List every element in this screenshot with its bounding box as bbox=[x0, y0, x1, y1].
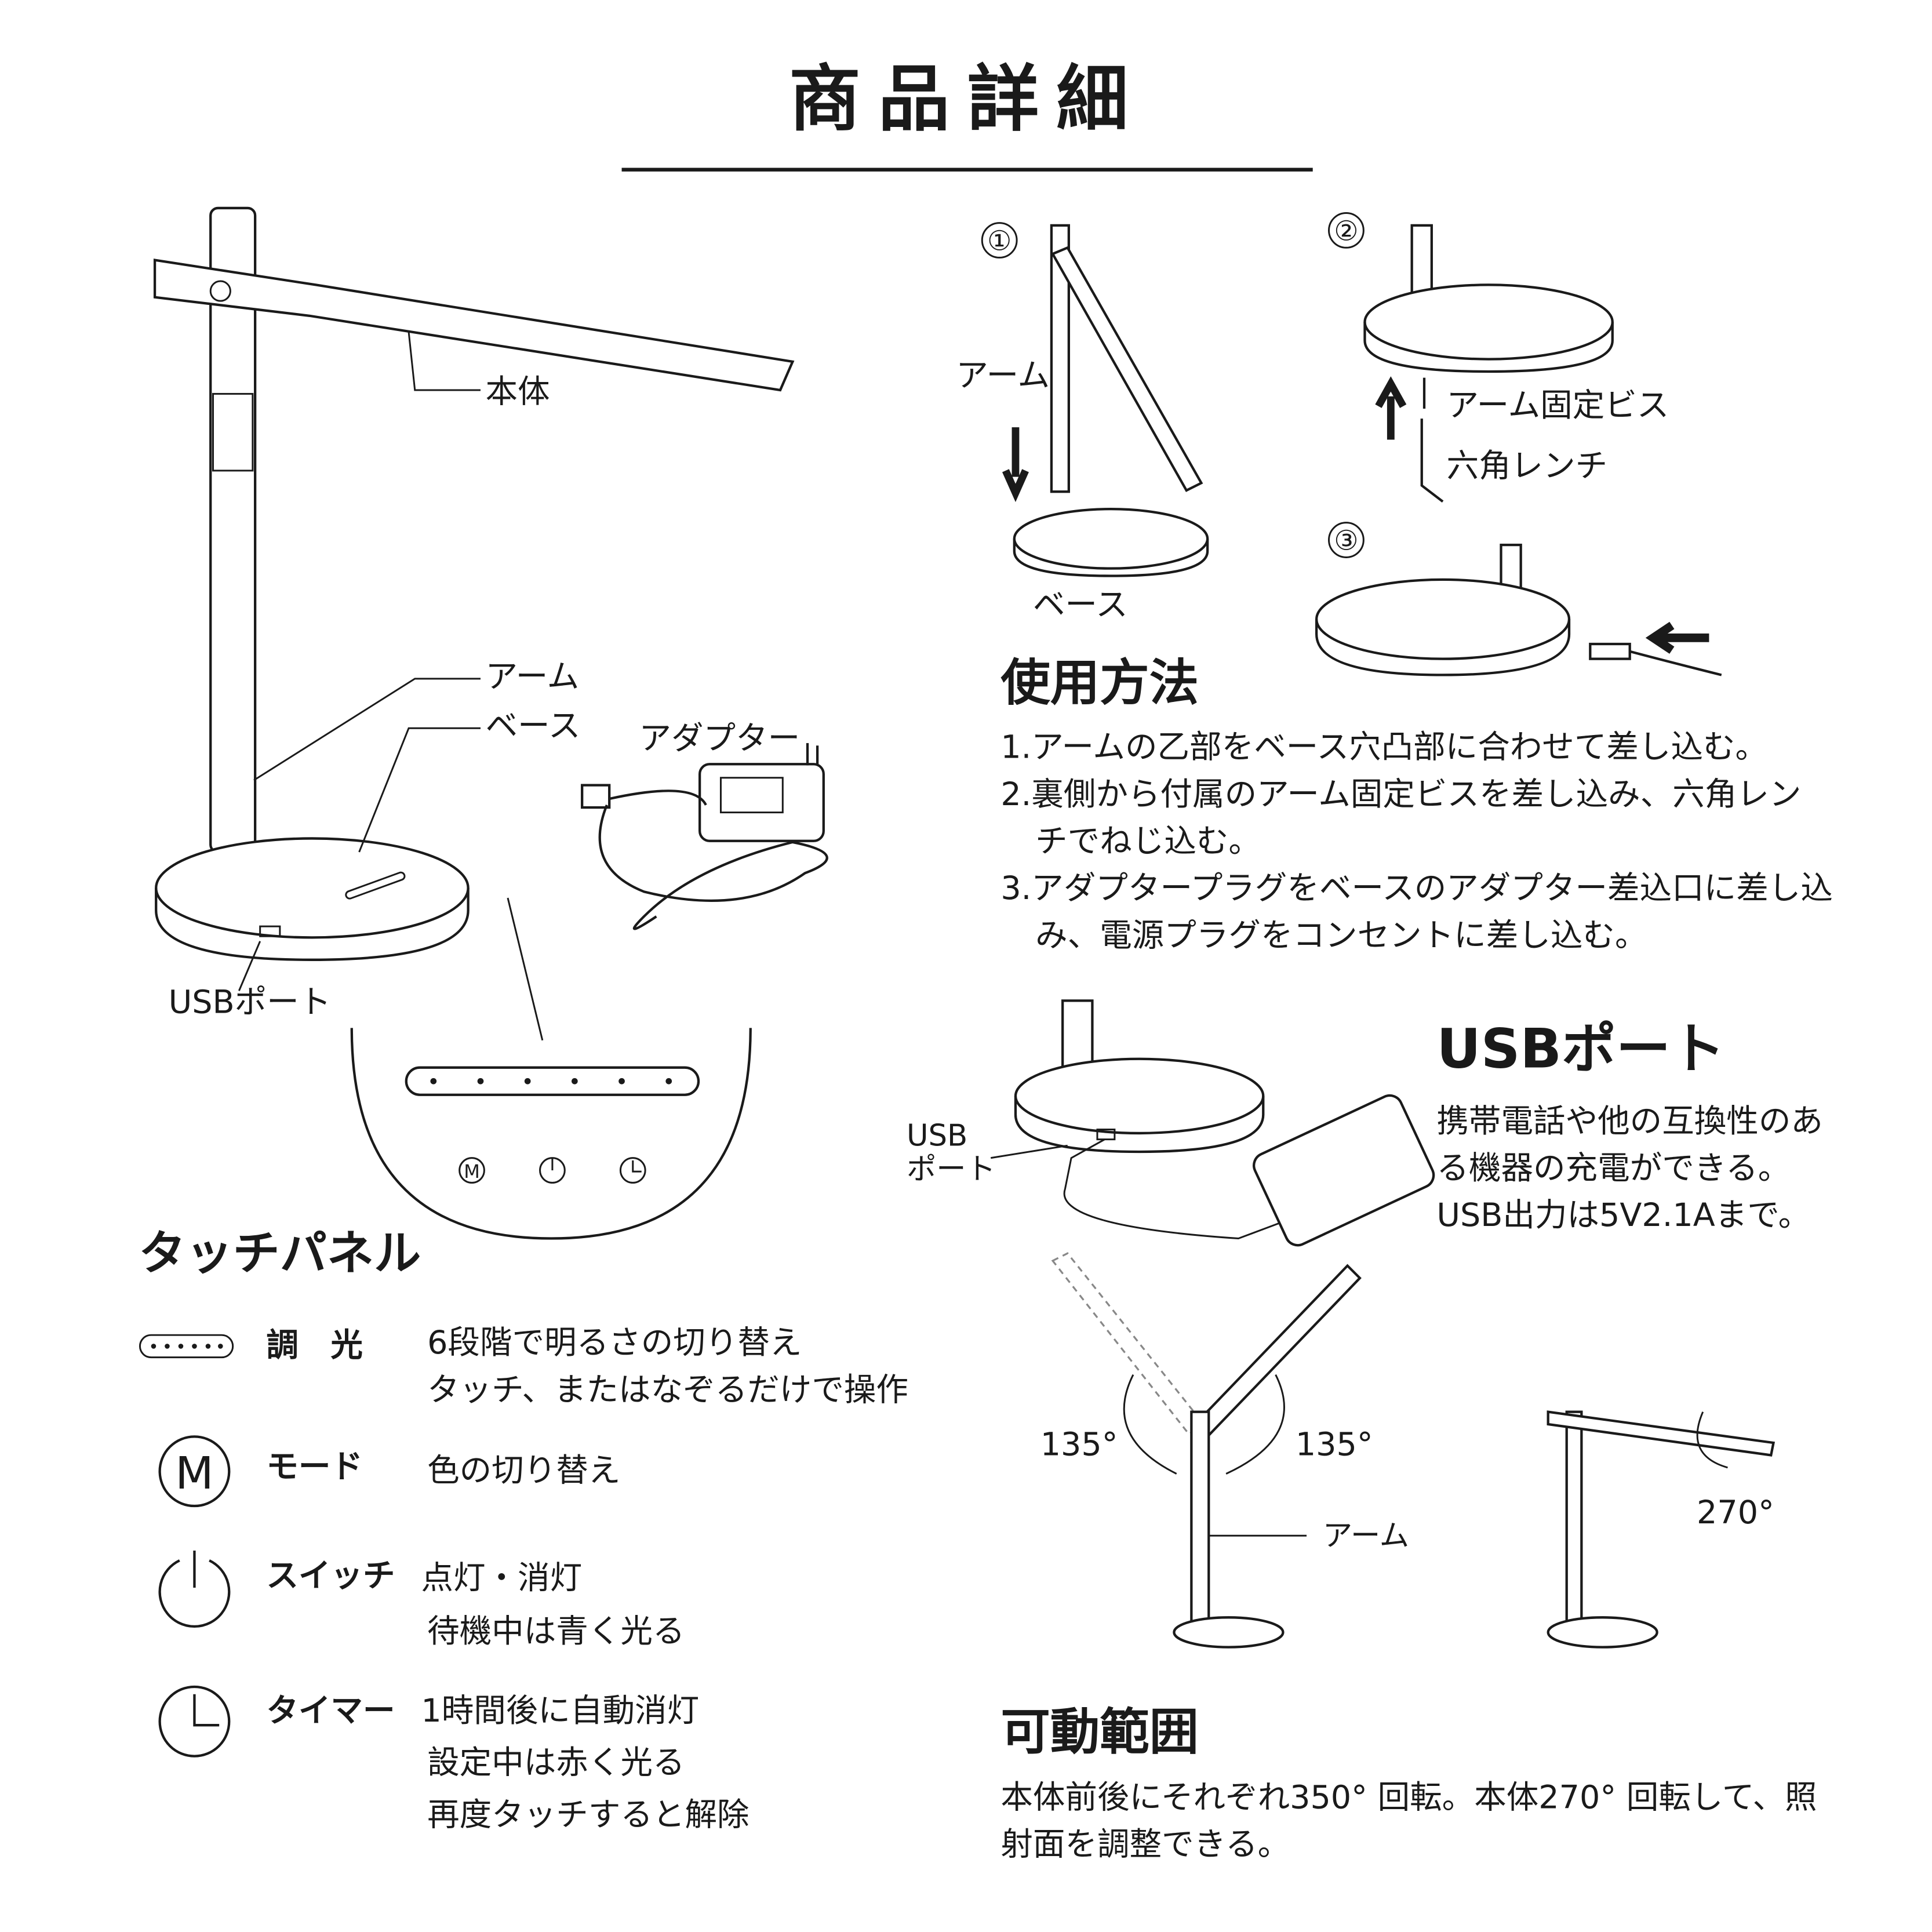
slider-dots-icon bbox=[139, 1334, 234, 1359]
panel-item-desc: 1時間後に自動消灯 bbox=[421, 1692, 699, 1730]
range-illustration bbox=[1051, 1252, 1775, 1649]
panel-item-desc: 再度タッチすると解除 bbox=[427, 1796, 749, 1833]
usb-heading: USBポート bbox=[1436, 1018, 1725, 1081]
angle-right: 135° bbox=[1296, 1425, 1373, 1463]
usb-label-port: ポート bbox=[907, 1152, 996, 1187]
step1-arm-label: アーム bbox=[956, 357, 1050, 395]
label-adapter: アダプター bbox=[639, 720, 800, 758]
range-desc: 射面を調整できる。 bbox=[1000, 1826, 1290, 1864]
label-body: 本体 bbox=[486, 373, 550, 410]
panel-item-desc: 6段階で明るさの切り替え bbox=[427, 1324, 802, 1362]
lamp-illustration bbox=[153, 206, 795, 961]
page-title: 商品詳細 bbox=[789, 58, 1145, 141]
svg-text:M: M bbox=[175, 1448, 213, 1500]
assembly-step-1: ① bbox=[981, 222, 1209, 577]
panel-item-name: タイマー bbox=[266, 1692, 395, 1730]
range-heading: 可動範囲 bbox=[1000, 1704, 1199, 1761]
usage-line: 1.アームの乙部をベース穴凸部に合わせて差し込む。 bbox=[1000, 729, 1767, 766]
usb-illustration bbox=[990, 999, 1435, 1247]
label-usb-port: USBポート bbox=[169, 984, 332, 1021]
usage-line: 3.アダプタープラグをベースのアダプター差込口に差し込 bbox=[1000, 869, 1833, 907]
leader-lines bbox=[238, 332, 544, 1041]
wrench-label: 六角レンチ bbox=[1446, 447, 1607, 485]
panel-item-desc: 待機中は青く光る bbox=[427, 1613, 685, 1650]
label-arm: アーム bbox=[486, 658, 580, 696]
step-2-marker: ② bbox=[1334, 215, 1358, 247]
panel-item-desc: タッチ、またはなぞるだけで操作 bbox=[427, 1371, 908, 1409]
label-base: ベース bbox=[486, 707, 581, 745]
panel-item-name: スイッチ bbox=[266, 1557, 395, 1595]
assembly-step-2: ② bbox=[1328, 212, 1614, 503]
range-arm-label: アーム bbox=[1323, 1518, 1409, 1553]
usage-heading: 使用方法 bbox=[1000, 654, 1199, 712]
timer-icon bbox=[158, 1685, 231, 1758]
panel-item-name: 調 光 bbox=[266, 1327, 363, 1365]
step-1-marker: ① bbox=[987, 225, 1012, 257]
panel-item-desc: 点灯・消灯 bbox=[421, 1559, 582, 1597]
adapter-illustration bbox=[581, 743, 828, 930]
range-desc: 本体前後にそれぞれ350° 回転。本体270° 回転して、照 bbox=[1000, 1778, 1817, 1816]
svg-text:M: M bbox=[464, 1160, 480, 1183]
usb-desc: USB出力は5V2.1Aまで。 bbox=[1436, 1196, 1810, 1234]
panel-item-desc: 設定中は赤く光る bbox=[427, 1744, 685, 1782]
step1-base-label: ベース bbox=[1033, 586, 1128, 624]
usage-line: チでねじ込む。 bbox=[1035, 823, 1261, 860]
usb-desc: 携帯電話や他の互換性のあ bbox=[1436, 1103, 1823, 1140]
usage-line: 2.裏側から付属のアーム固定ビスを差し込み、六角レン bbox=[1000, 776, 1801, 813]
step-3-marker: ③ bbox=[1334, 525, 1358, 557]
mode-m-icon: M bbox=[158, 1435, 231, 1508]
usb-desc: る機器の充電ができる。 bbox=[1436, 1149, 1790, 1187]
screw-label: アーム固定ビス bbox=[1446, 387, 1669, 424]
usb-label: USB bbox=[907, 1118, 967, 1153]
power-icon bbox=[158, 1550, 231, 1628]
angle-left: 135° bbox=[1040, 1425, 1118, 1463]
usage-line: み、電源プラグをコンセントに差し込む。 bbox=[1035, 916, 1647, 954]
assembly-step-3: ③ bbox=[1315, 522, 1722, 676]
panel-item-desc: 色の切り替え bbox=[427, 1451, 620, 1489]
panel-item-name: モード bbox=[266, 1448, 363, 1486]
angle-rotate: 270° bbox=[1697, 1494, 1774, 1531]
touch-panel-heading: タッチパネル bbox=[139, 1227, 421, 1281]
touch-panel-closeup: M bbox=[350, 1028, 752, 1240]
